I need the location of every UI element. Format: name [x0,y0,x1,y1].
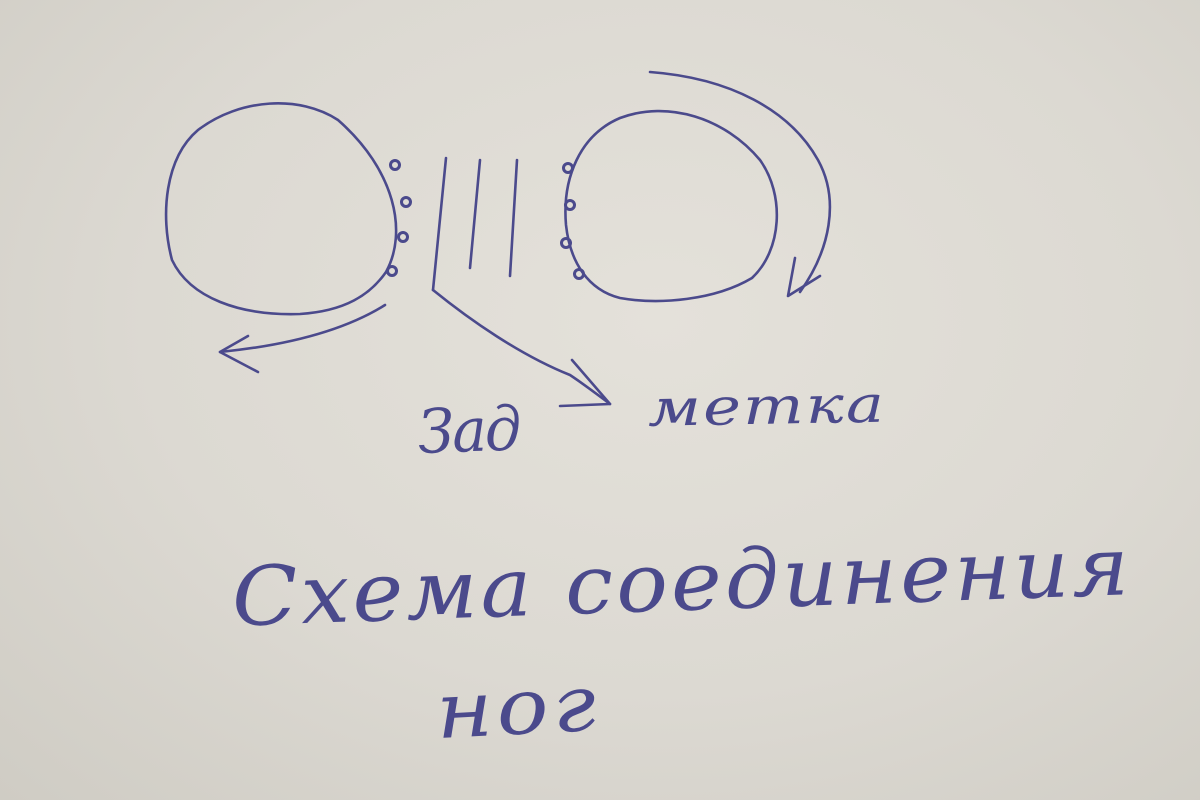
left-leg-stitch-dots [386,159,412,277]
marker-direction-arrow [431,288,612,406]
marker-direction-arrowhead [558,358,612,408]
left-direction-arrow [218,303,387,354]
label-back: Зад [416,392,521,468]
connecting-stitch-lines [431,156,519,292]
right-direction-arrowhead [786,256,822,298]
caption-line-2: ног [433,658,603,757]
label-marker: метка [647,375,887,439]
left-leg-circle [164,102,398,316]
left-direction-arrowhead [218,334,260,374]
right-leg-stitch-dots [560,162,585,280]
right-direction-arrow [648,70,832,294]
right-leg-circle [564,109,779,303]
